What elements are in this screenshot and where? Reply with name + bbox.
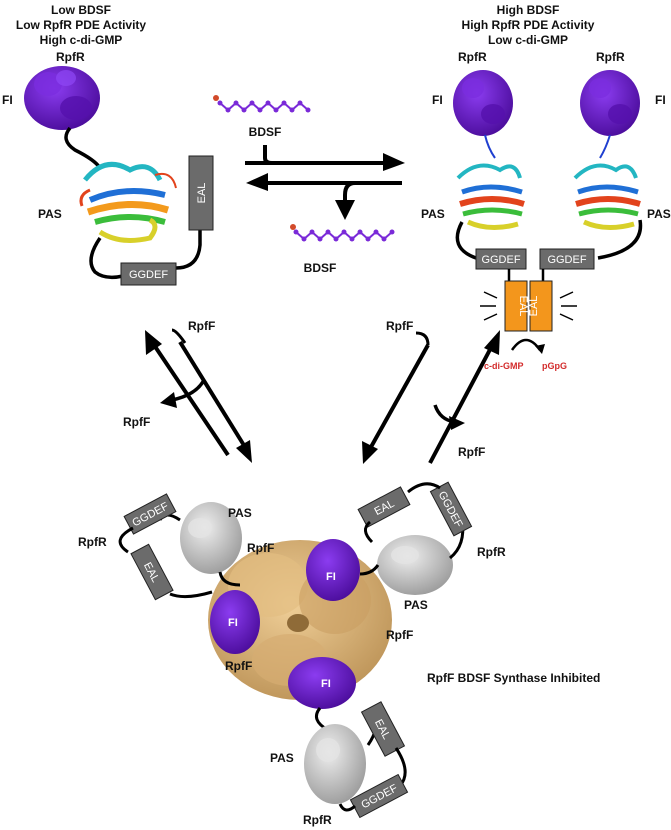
reaction-arrow-head [535,344,545,354]
complex-bottom-eal-box: EAL [360,701,406,757]
pas-surface-complex-bottom [304,724,366,804]
right-rpff-out-label: RpfF [458,445,485,459]
top-right-fi-right-label: FI [655,93,666,107]
right-rpff-in-label: RpfF [386,319,413,333]
pas-surface-complex-left [180,502,242,574]
top-right-eal-left-text: EAL [517,296,529,317]
activity-burst-lines [480,291,577,321]
top-left-header-line-1: Low BDSF [51,3,111,17]
top-right-ggdef-left-box: GGDEF [475,248,527,270]
pas-ribbon-structure-right [573,163,641,230]
complex-right-ggdef-box: GGDEF [429,481,473,537]
pas-surface-complex-right [377,535,453,595]
bdsf-molecule-top [213,95,311,113]
top-right-eal-right-box: EAL [528,280,553,332]
fi-domain-complex-left: FI [210,590,260,654]
top-right-header-line-1: High BDSF [497,3,560,17]
top-left-ggdef-box: GGDEF [120,262,177,286]
top-left-eal-box: EAL [188,155,214,231]
complex-left-rpfr-label: RpfR [78,535,107,549]
complex-bottom-rpff-label: RpfF [225,659,252,673]
complex-right-pas-label: PAS [404,598,428,612]
top-left-header-line-2: Low RpfR PDE Activity [16,18,147,32]
fi-domain-surface-left [453,70,513,136]
top-right-ggdef-left-text: GGDEF [481,254,520,266]
complex-right-rpff-label: RpfF [386,628,413,642]
top-right-header-line-3: Low c-di-GMP [488,33,568,47]
top-left-rpfr-label: RpfR [56,50,85,64]
fi-domain-surface [24,66,100,130]
pas-ribbon-structure [79,161,177,243]
complex-right-rpfr-label: RpfR [477,545,506,559]
bdsf-label-top: BDSF [249,125,282,139]
left-rpff-out-label: RpfF [123,415,150,429]
complex-left-fi-text: FI [228,617,238,629]
complex-bottom-fi-text: FI [321,678,331,690]
top-right-fi-left-label: FI [432,93,443,107]
top-left-header-line-3: High c-di-GMP [40,33,123,47]
top-right-ggdef-right-box: GGDEF [539,248,595,270]
top-right-pas-left-label: PAS [421,207,445,221]
pas-ribbon-structure-left [456,163,525,230]
rpff-rpfr-complex: FI FI FI PAS RpfF GGDEF EAL RpfR [78,481,600,827]
top-right-pas-right-label: PAS [647,207,671,221]
fi-domain-complex-right: FI [306,539,360,601]
bdsf-label-bottom: BDSF [304,261,337,275]
left-rpff-in-label: RpfF [188,319,215,333]
complex-bottom-rpfr-label: RpfR [303,813,332,827]
complex-caption: RpfF BDSF Synthase Inhibited [427,671,600,685]
fi-domain-complex-bottom: FI [288,657,356,709]
fi-domain-surface-right [580,70,640,136]
top-left-ggdef-text: GGDEF [129,269,168,281]
top-right-rpfr-right-label: RpfR [596,50,625,64]
left-rpff-equilibrium: RpfF RpfF [123,319,252,463]
top-right-header-line-2: High RpfR PDE Activity [462,18,595,32]
top-left-state: Low BDSF Low RpfR PDE Activity High c-di… [2,3,214,286]
bdsf-molecule-bottom [290,224,395,242]
reaction-substrate: c-di-GMP [484,361,524,371]
complex-left-eal-box: EAL [130,543,174,601]
top-left-eal-text: EAL [196,183,208,204]
complex-right-eal-box: EAL [357,486,411,528]
top-left-fi-label: FI [2,93,13,107]
top-right-state: High BDSF High RpfR PDE Activity Low c-d… [421,3,671,371]
complex-left-pas-label: PAS [228,506,252,520]
complex-bottom-pas-label: PAS [270,751,294,765]
top-left-pas-label: PAS [38,207,62,221]
top-right-eal-left-box: EAL [504,280,529,332]
top-right-ggdef-right-text: GGDEF [547,254,586,266]
reverse-arrow-head [246,173,268,191]
complex-left-rpff-label: RpfF [247,541,274,555]
top-right-eal-right-text: EAL [528,296,540,317]
bdsf-release-arrow-head [335,200,355,220]
bdsf-equilibrium: BDSF BDSF [213,95,405,275]
top-right-rpfr-left-label: RpfR [458,50,487,64]
right-rpff-equilibrium: RpfF RpfF [362,319,500,464]
reaction-product: pGpG [542,361,567,371]
complex-right-fi-text: FI [326,571,336,583]
forward-arrow-head [383,153,405,171]
